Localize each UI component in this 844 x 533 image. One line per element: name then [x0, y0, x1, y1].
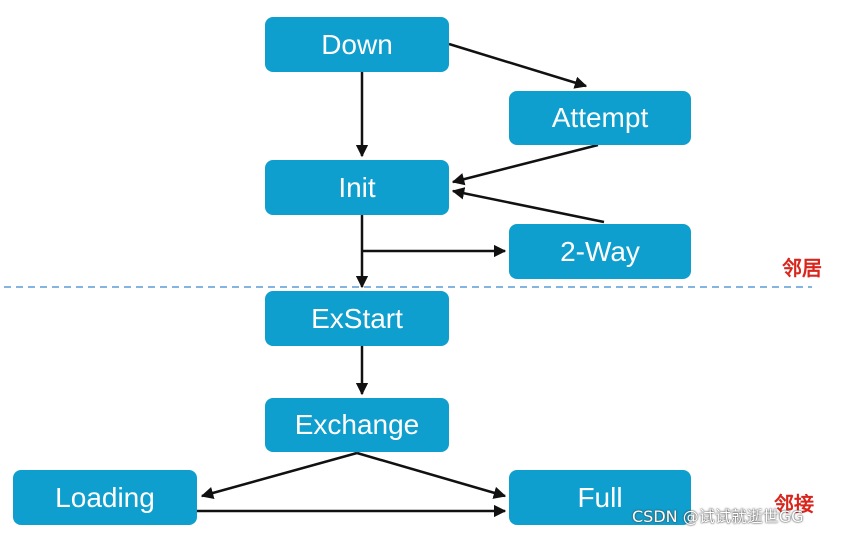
- arrow-down-to-attempt: [448, 42, 588, 89]
- state-down-node: Down: [265, 17, 449, 72]
- watermark-text: CSDN @试试就逝世GG: [632, 507, 804, 526]
- state-full-node: Full: [509, 470, 691, 525]
- state-exchange-node: Exchange: [265, 398, 449, 452]
- neighbor-zone-label: 邻居: [782, 256, 822, 280]
- arrow-attempt-to-init: [451, 143, 599, 186]
- state-2way-node: 2-Way: [509, 224, 691, 279]
- adjacency-zone-label: 邻接: [774, 492, 814, 516]
- state-init-node: Init: [265, 160, 449, 215]
- state-attempt-node: Attempt: [509, 91, 691, 145]
- state-loading-node: Loading: [13, 470, 197, 525]
- state-exstart-node: ExStart: [265, 291, 449, 346]
- arrow-exchange-to-loading: [200, 451, 358, 500]
- arrow-2way-to-init: [451, 187, 605, 224]
- arrow-exchange-to-full: [356, 451, 507, 499]
